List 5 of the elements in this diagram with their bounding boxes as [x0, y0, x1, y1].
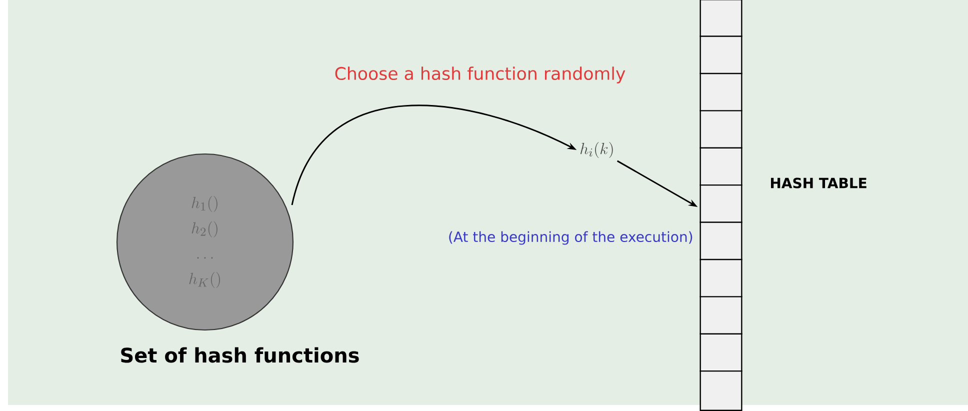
node-label: HASH TABLE — [771, 178, 866, 188]
formula-text: $h_i(k)$ — [580, 142, 613, 158]
node-label: Set of hash functions — [121, 347, 359, 363]
edge-label: Choose a hash function randomly — [335, 66, 626, 84]
hash-table-drawing — [700, 0, 742, 411]
